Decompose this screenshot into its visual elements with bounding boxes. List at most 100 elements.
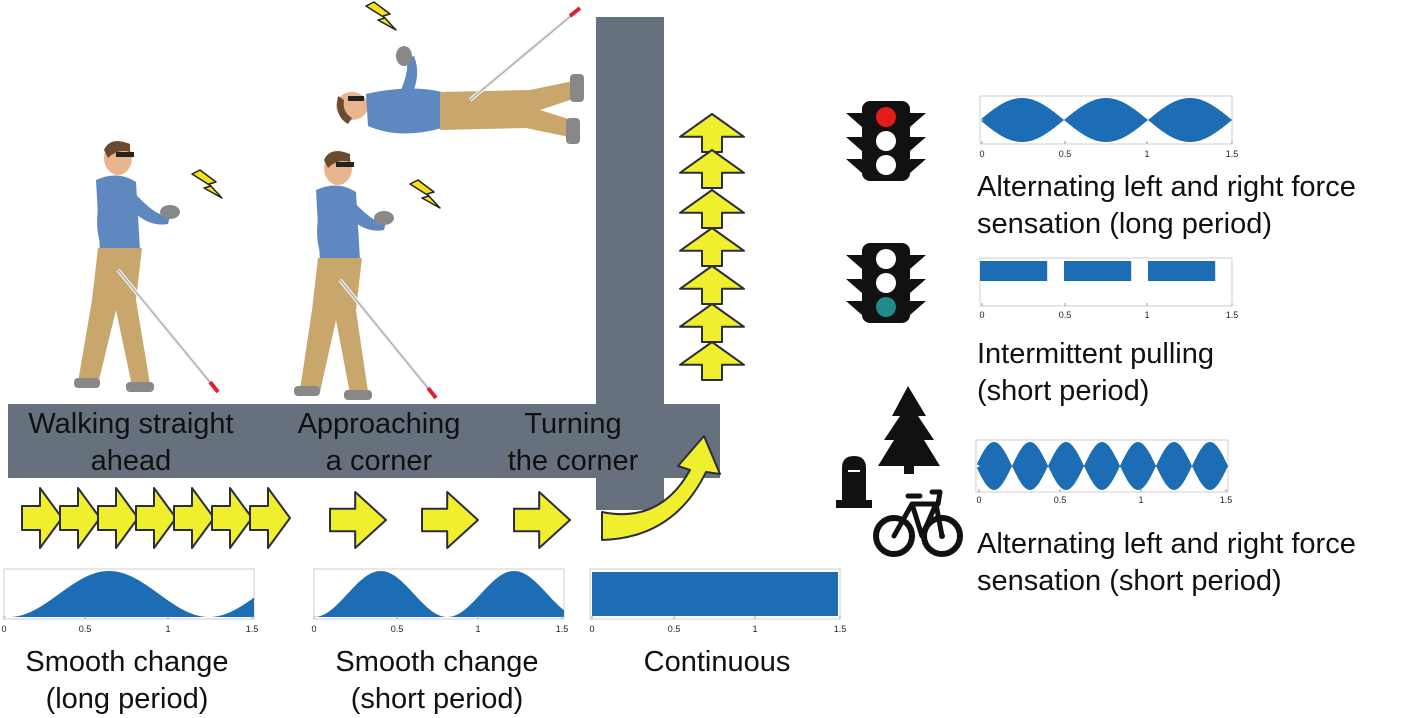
caption-line: sensation (short period): [977, 565, 1282, 597]
lightning-icon: [409, 179, 441, 209]
label-line: Approaching: [297, 408, 461, 440]
waveform-pulse: [1064, 261, 1132, 281]
caption-line: Smooth change: [335, 646, 539, 678]
arrow-right-icon: [173, 487, 215, 549]
label-walking-straight-ahead: Walking straight ahead: [10, 406, 252, 480]
label-line: ahead: [90, 445, 172, 477]
tick-label: 1: [165, 624, 170, 634]
arrow-up-icon: [679, 227, 745, 267]
caption-line: Intermittent pulling: [977, 338, 1214, 370]
arrow-up-icon: [679, 303, 745, 343]
tick-label: 1: [475, 624, 480, 634]
arrow-right-icon: [211, 487, 253, 549]
arrow-column-up: [679, 113, 745, 381]
lightning-icon: [191, 169, 223, 199]
waveform-area: [4, 571, 254, 617]
tick-label: 0: [976, 495, 981, 505]
tick-label: 0.5: [391, 624, 404, 634]
caption-smooth-long: Smooth change (long period): [4, 644, 250, 718]
tick-label: 0.5: [79, 624, 92, 634]
arrow-row-dense: [21, 487, 291, 549]
waveform-plot: 0 0.5 1 1.5: [1, 568, 259, 634]
road: [8, 17, 720, 510]
caption-alternating-short: Alternating left and right force sensati…: [977, 526, 1356, 600]
tick-label: 0.5: [1059, 149, 1072, 159]
label-line: Turning: [524, 408, 622, 440]
tick-label: 1.5: [556, 624, 569, 634]
caption-line: sensation (long period): [977, 208, 1273, 240]
waveform-plot: 0 0.5 1 1.5: [979, 95, 1239, 159]
waveform-plot: 0 0.5 1 1.5: [589, 568, 847, 634]
lightning-icon: [365, 1, 397, 31]
waveform-pulse: [980, 261, 1048, 281]
tick-label: 0.5: [1059, 310, 1072, 320]
arrow-right-icon: [21, 487, 63, 549]
tick-label: 1: [1144, 310, 1149, 320]
arrow-right-icon: [329, 491, 387, 549]
caption-intermittent: Intermittent pulling (short period): [977, 336, 1214, 410]
arrow-up-icon: [679, 189, 745, 229]
arrow-row-sparse: [329, 491, 571, 549]
tick-label: 0: [589, 624, 594, 634]
tick-label: 0.5: [1054, 495, 1067, 505]
waveform-plots: 0 0.5 1 1.5 0 0.5 1 1.5 0 0.5 1 1.5 0 0.5 1 1.5 0 0.5 1 1.5…: [1, 95, 1239, 634]
tick-label: 1: [1144, 149, 1149, 159]
tick-label: 0: [1, 624, 6, 634]
bicycle-icon: [873, 489, 963, 557]
label-line: Walking straight: [28, 408, 234, 440]
caption-smooth-short: Smooth change (short period): [314, 644, 560, 718]
waveform-area: [592, 572, 838, 616]
waveform-plot: 0 0.5 1 1.5: [975, 439, 1233, 505]
tick-label: 1.5: [1226, 149, 1239, 159]
person-walking-icon: [74, 141, 220, 394]
tick-label: 1.5: [246, 624, 259, 634]
caption-line: Alternating left and right force: [977, 171, 1356, 203]
caption-line: (long period): [45, 683, 209, 715]
traffic-light-red-icon: [846, 101, 926, 181]
label-approaching-a-corner: Approaching a corner: [282, 406, 476, 480]
tick-label: 1.5: [1226, 310, 1239, 320]
label-turning-the-corner: Turning the corner: [492, 406, 654, 480]
caption-continuous: Continuous: [592, 644, 842, 681]
caption-line: Continuous: [643, 646, 791, 678]
tick-label: 0.5: [668, 624, 681, 634]
caption-line: Alternating left and right force: [977, 528, 1356, 560]
label-line: a corner: [325, 445, 433, 477]
label-line: the corner: [507, 445, 639, 477]
waveform-plot: 0 0.5 1 1.5: [979, 257, 1239, 320]
arrow-right-icon: [513, 491, 571, 549]
tick-label: 1: [1138, 495, 1143, 505]
arrow-right-icon: [249, 487, 291, 549]
arrow-up-icon: [679, 113, 745, 153]
arrow-up-icon: [679, 341, 745, 381]
tick-label: 0: [979, 149, 984, 159]
tick-label: 1.5: [834, 624, 847, 634]
waveform-area: [314, 571, 564, 617]
arrow-right-icon: [97, 487, 139, 549]
traffic-light-green-icon: [846, 243, 926, 323]
gravestone-icon: [836, 456, 872, 508]
caption-line: (short period): [350, 683, 524, 715]
arrow-right-icon: [421, 491, 479, 549]
road-vertical: [596, 17, 664, 510]
tick-label: 0: [311, 624, 316, 634]
waveform-area: [980, 98, 1232, 142]
waveform-area: [976, 442, 1228, 490]
arrow-right-icon: [59, 487, 101, 549]
caption-line: Smooth change: [25, 646, 229, 678]
tick-label: 1: [752, 624, 757, 634]
waveform-plot: 0 0.5 1 1.5: [311, 568, 569, 634]
arrow-up-icon: [679, 149, 745, 189]
person-falling-icon: [336, 6, 584, 144]
waveform-pulse: [1148, 261, 1216, 281]
caption-alternating-long: Alternating left and right force sensati…: [977, 169, 1356, 243]
caption-line: (short period): [977, 375, 1150, 407]
tree-icon: [878, 386, 940, 474]
tick-label: 0: [979, 310, 984, 320]
turn-arrow: [601, 435, 721, 541]
tick-label: 1.5: [1220, 495, 1233, 505]
arrow-up-icon: [679, 265, 745, 305]
arrow-right-icon: [135, 487, 177, 549]
